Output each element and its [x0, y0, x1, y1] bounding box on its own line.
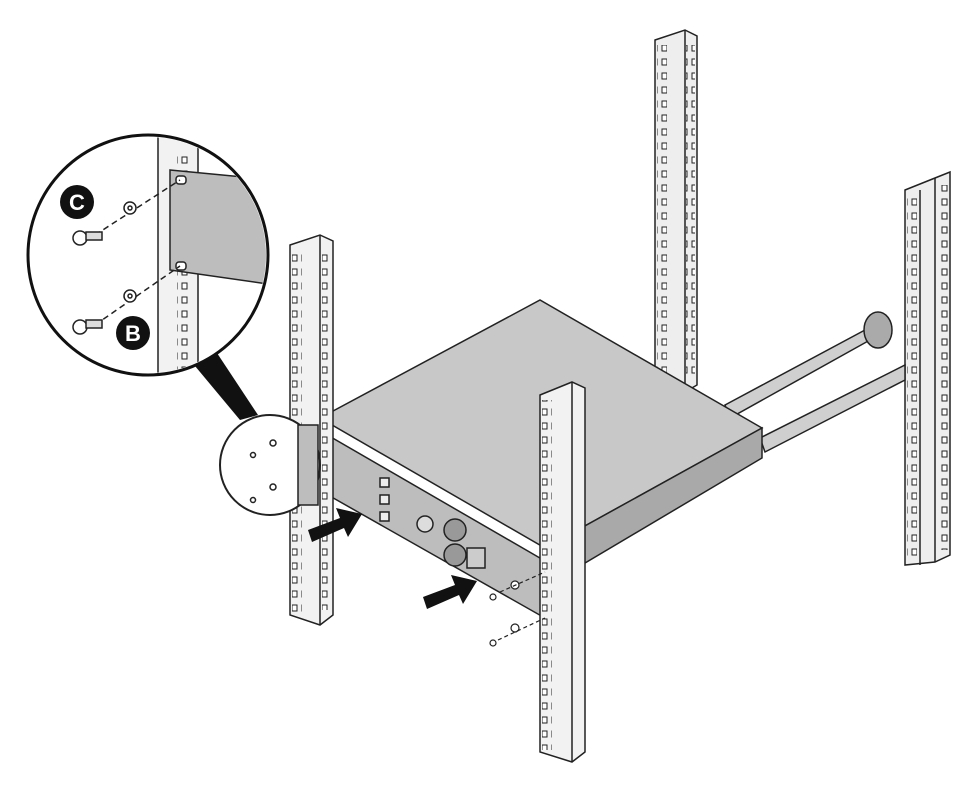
rack-post-back-left [654, 29, 698, 393]
detail-circle-small [219, 414, 321, 516]
screws-front-right [489, 571, 546, 647]
screw-icon [72, 230, 103, 246]
led-indicator [379, 477, 390, 488]
callout-c-label: C [69, 190, 85, 215]
insert-arrows [308, 508, 477, 609]
arrow-right-icon [308, 508, 362, 542]
led-indicator [379, 511, 390, 522]
network-port [466, 547, 486, 569]
detail-circle-large: C B [26, 133, 270, 377]
callout-b: B [116, 316, 150, 350]
magnifier-pointer [190, 350, 258, 420]
connector-port [443, 543, 467, 567]
callout-b-label: B [125, 321, 141, 346]
rack-post-back-right [904, 170, 951, 566]
led-indicator [379, 494, 390, 505]
callout-c: C [60, 185, 94, 219]
arrow-right-icon [423, 575, 477, 609]
power-button [416, 515, 434, 533]
screw-icon [72, 319, 103, 335]
connector-port [443, 518, 467, 542]
rack-post-front-right [539, 381, 586, 763]
